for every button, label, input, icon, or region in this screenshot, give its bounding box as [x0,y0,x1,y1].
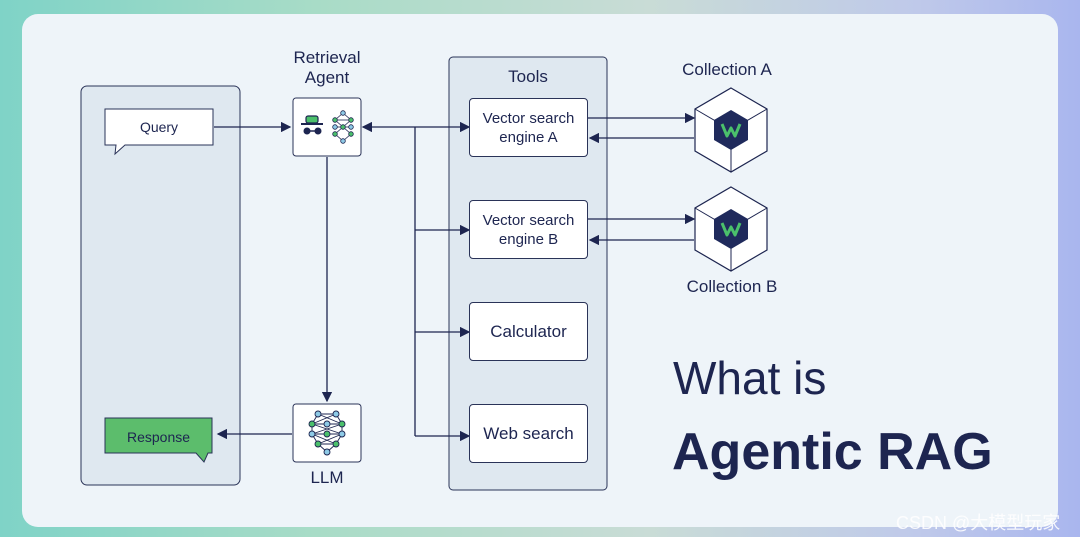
llm-neural-network-icon [308,410,346,456]
tool-vector-search-b-line1: Vector search [482,211,575,229]
collection-b-label: Collection B [686,277,778,296]
neural-network-icon [332,110,354,144]
headline-line1: What is [673,352,827,404]
query-label: Query [139,119,179,135]
collection-a-label: Collection A [682,60,772,79]
response-bubble [104,417,213,463]
agent-title: Retrieval Agent [277,48,377,88]
collection-b-database-cube-icon [694,186,768,272]
tools-panel [448,56,608,491]
tool-calculator: Calculator [469,302,588,361]
incognito-agent-icon [301,115,323,135]
tool-vector-search-b: Vector search engine B [469,200,588,259]
query-bubble [104,108,214,156]
watermark: CSDN @大模型玩家 [896,513,1061,533]
llm-label: LLM [310,468,344,487]
tool-vector-search-a-line1: Vector search [482,109,575,127]
tool-vector-search-a-line2: engine A [499,128,558,146]
agent-title-line1: Retrieval [293,48,361,67]
user-panel [80,85,241,486]
tool-vector-search-b-line2: engine B [498,230,559,248]
agent-title-line2: Agent [304,68,350,87]
tool-web-search: Web search [469,404,588,463]
headline-line2: Agentic RAG [672,423,993,481]
response-label: Response [126,429,191,445]
collection-a-database-cube-icon [694,87,768,173]
tool-vector-search-a: Vector search engine A [469,98,588,157]
tools-title: Tools [508,67,548,86]
